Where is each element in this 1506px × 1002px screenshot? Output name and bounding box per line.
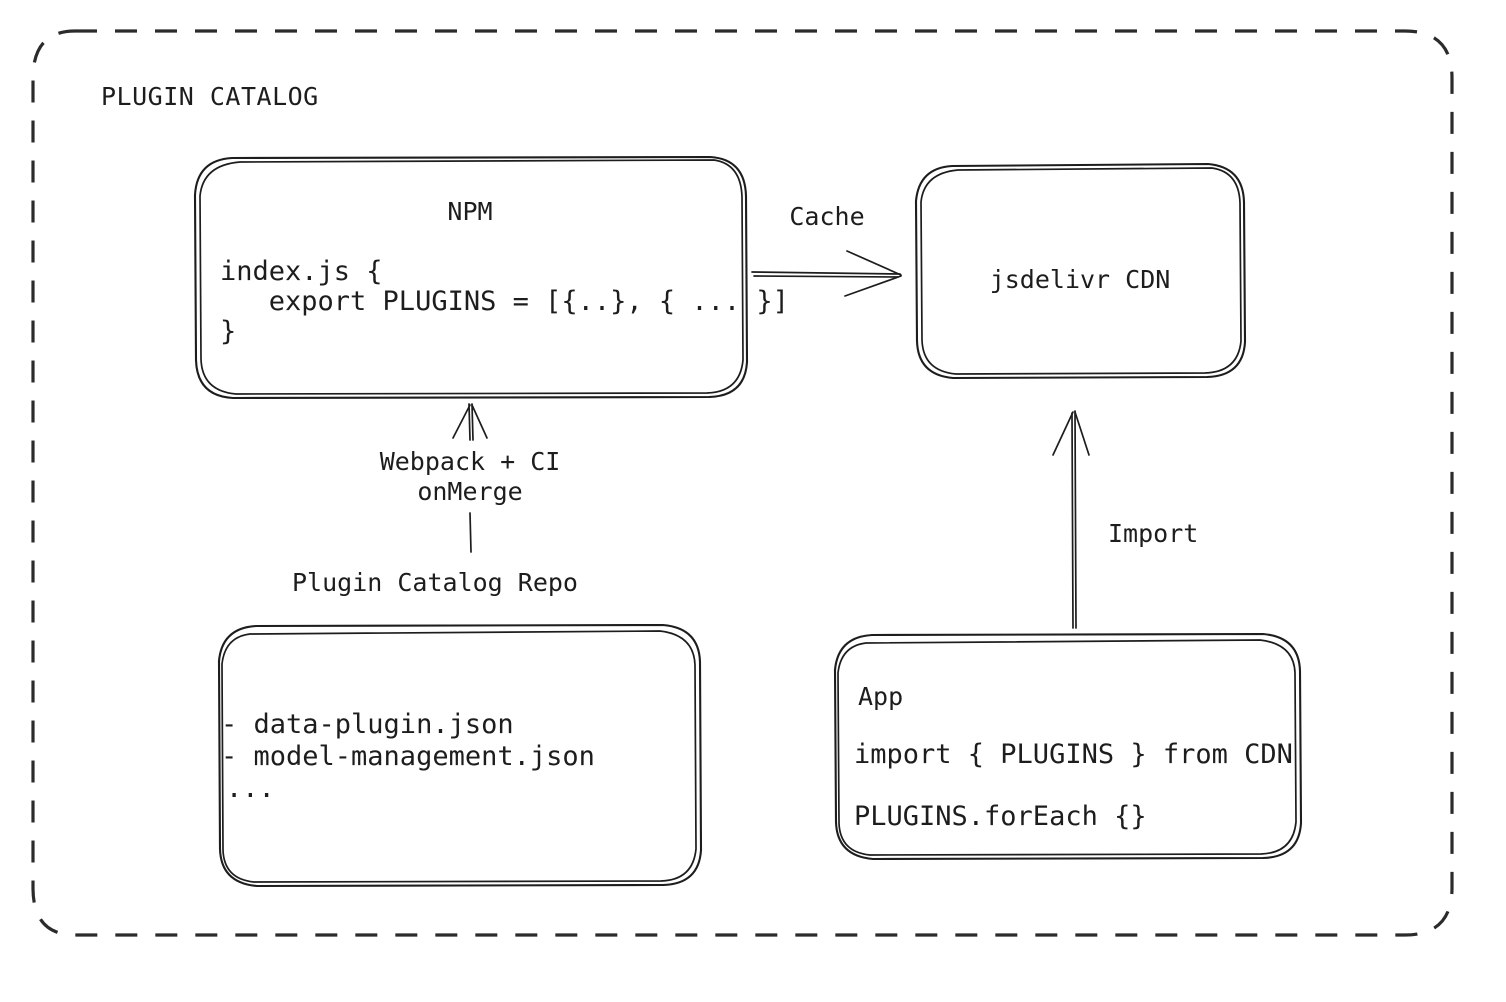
plugin-catalog-container (31, 29, 1454, 937)
container-title: PLUGIN CATALOG (101, 82, 319, 111)
app-title: App (858, 682, 903, 711)
app-code-line-1: import { PLUGINS } from CDN (854, 739, 1293, 770)
edge-cache-label: Cache (789, 202, 864, 231)
node-repo[interactable] (217, 623, 703, 888)
edge-webpack-label-line-2: onMerge (417, 477, 522, 506)
npm-title: NPM (447, 197, 492, 226)
node-npm[interactable] (193, 155, 749, 400)
repo-item-3: ... (226, 773, 275, 804)
node-app[interactable] (833, 632, 1303, 861)
edge-import-label: Import (1108, 519, 1198, 548)
edge-webpack-arrow (452, 403, 488, 553)
npm-code-line-3: } (220, 316, 236, 347)
edge-webpack-label-line-1: Webpack + CI (380, 447, 561, 476)
repo-caption: Plugin Catalog Repo (292, 568, 578, 597)
npm-code-line-2: export PLUGINS = [{..}, { ... }] (220, 286, 789, 317)
repo-item-2: - model-management.json (221, 741, 595, 772)
node-cdn[interactable] (914, 162, 1247, 380)
edge-import-arrow (1052, 410, 1090, 629)
npm-code-line-1: index.js { (220, 256, 383, 287)
edge-cache-arrow (751, 250, 902, 297)
repo-item-1: - data-plugin.json (221, 709, 514, 740)
cdn-title: jsdelivr CDN (990, 265, 1171, 294)
app-code-line-2: PLUGINS.forEach {} (854, 801, 1147, 832)
